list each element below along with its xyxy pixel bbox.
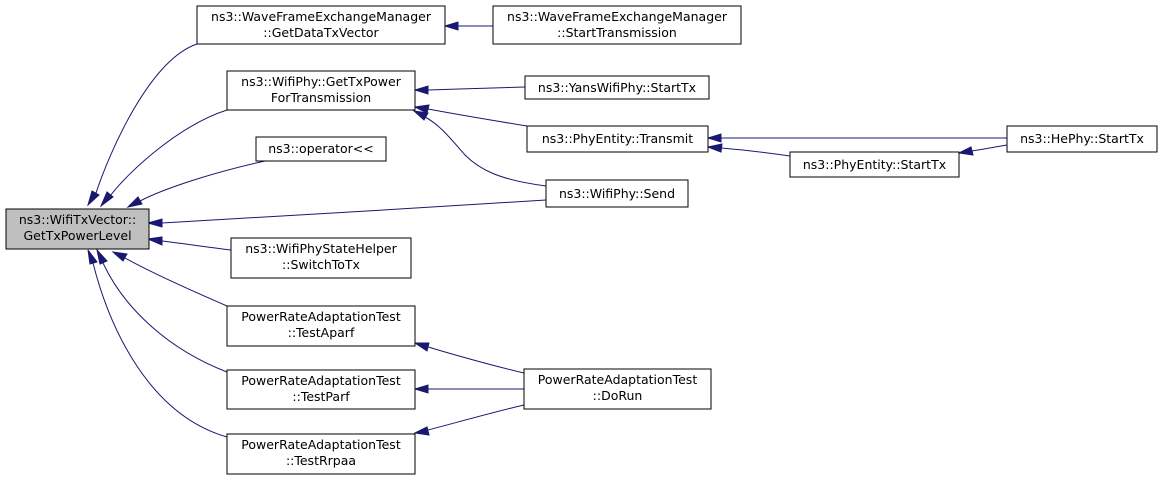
node-label-line-2: ::TestRrpaa — [286, 453, 356, 468]
node-label: ns3::HePhy::StartTx — [1020, 131, 1144, 146]
node-label-line-1: PowerRateAdaptationTest — [241, 309, 401, 324]
edge-statehelper-to-root — [146, 236, 232, 251]
node-label-line-2: ::DoRun — [593, 388, 643, 403]
node-label-line-2: ::GetDataTxVector — [263, 25, 379, 40]
node-label-line-1: ns3::WifiPhy::GetTxPower — [241, 74, 402, 89]
node-wifiphystatehelper-switchtotx[interactable]: ns3::WifiPhyStateHelper ::SwitchToTx — [230, 237, 412, 279]
edge-wifiphy-send-to-root — [146, 199, 547, 228]
edge-phyentity-transmit-to-gettxpower — [413, 104, 528, 127]
node-label-line-1: PowerRateAdaptationTest — [538, 372, 698, 387]
node-label-line-1: PowerRateAdaptationTest — [241, 437, 401, 452]
node-wfem-starttransmission[interactable]: ns3::WaveFrameExchangeManager ::StartTra… — [492, 5, 742, 45]
node-powerrateadaptationtest-testaparf[interactable]: PowerRateAdaptationTest ::TestAparf — [226, 305, 416, 347]
edge-phyentity-starttx-to-phyentity-transmit — [706, 143, 791, 157]
edge-yans-starttx-to-gettxpower — [413, 85, 526, 95]
edge-test-dorun-to-test-rrpaa — [413, 404, 525, 436]
edge-test-dorun-to-test-aparf — [413, 342, 525, 374]
edge-hephy-starttx-to-phyentity-starttx — [957, 144, 1008, 156]
node-label: ns3::YansWifiPhy::StartTx — [538, 80, 696, 95]
node-label: ns3::WifiPhy::Send — [559, 186, 675, 201]
edge-test-aparf-to-root — [111, 251, 228, 307]
node-powerrateadaptationtest-dorun[interactable]: PowerRateAdaptationTest ::DoRun — [523, 368, 712, 410]
edge-test-parf-to-root — [96, 248, 228, 373]
edge-hephy-starttx-to-phyentity-transmit — [706, 133, 1007, 143]
edge-wifiphy-send-to-gettxpower — [412, 110, 547, 187]
node-label-line-2: ::SwitchToTx — [282, 257, 360, 272]
node-label-line-2: ::StartTransmission — [557, 25, 677, 40]
edge-operator-to-root — [126, 160, 266, 208]
edge-test-dorun-to-test-parf — [413, 384, 524, 394]
node-label: ns3::operator<< — [268, 141, 374, 156]
node-label: ns3::PhyEntity::Transmit — [542, 131, 693, 146]
node-label-line-1: ns3::WifiTxVector:: — [19, 212, 136, 227]
node-operator-stream[interactable]: ns3::operator<< — [255, 136, 387, 162]
edge-test-rrpaa-to-root — [87, 249, 228, 438]
node-label-line-2: ::TestParf — [292, 389, 350, 404]
node-powerrateadaptationtest-testparf[interactable]: PowerRateAdaptationTest ::TestParf — [226, 369, 416, 410]
node-wifitxvector-gettxpowerlevel[interactable]: ns3::WifiTxVector:: GetTxPowerLevel — [5, 208, 150, 250]
edge-wfem-start-to-getdata — [443, 21, 493, 31]
node-label-line-1: PowerRateAdaptationTest — [241, 373, 401, 388]
node-label-line-2: ::TestAparf — [288, 325, 355, 340]
edge-wifiphy-gettxpower-to-root — [99, 109, 228, 208]
node-label-line-2: ForTransmission — [271, 90, 371, 105]
node-hephy-starttx[interactable]: ns3::HePhy::StartTx — [1006, 125, 1158, 153]
node-label-line-1: ns3::WaveFrameExchangeManager — [507, 9, 728, 24]
node-label: ns3::PhyEntity::StartTx — [803, 157, 946, 172]
node-powerrateadaptationtest-testrrpaa[interactable]: PowerRateAdaptationTest ::TestRrpaa — [226, 433, 416, 475]
node-label-line-1: ns3::WifiPhyStateHelper — [245, 241, 397, 256]
node-yanswifiphy-starttx[interactable]: ns3::YansWifiPhy::StartTx — [524, 75, 710, 100]
node-label-line-2: GetTxPowerLevel — [23, 228, 131, 243]
node-phyentity-starttx[interactable]: ns3::PhyEntity::StartTx — [789, 151, 960, 178]
edge-wfem-getdata-to-root — [87, 43, 198, 207]
node-wfem-getdatatxvector[interactable]: ns3::WaveFrameExchangeManager ::GetDataT… — [196, 5, 446, 45]
node-wifiphy-send[interactable]: ns3::WifiPhy::Send — [545, 179, 689, 208]
node-wifiphy-gettxpowerfortransmission[interactable]: ns3::WifiPhy::GetTxPower ForTransmission — [226, 70, 416, 111]
node-label-line-1: ns3::WaveFrameExchangeManager — [211, 9, 432, 24]
node-phyentity-transmit[interactable]: ns3::PhyEntity::Transmit — [526, 125, 709, 153]
